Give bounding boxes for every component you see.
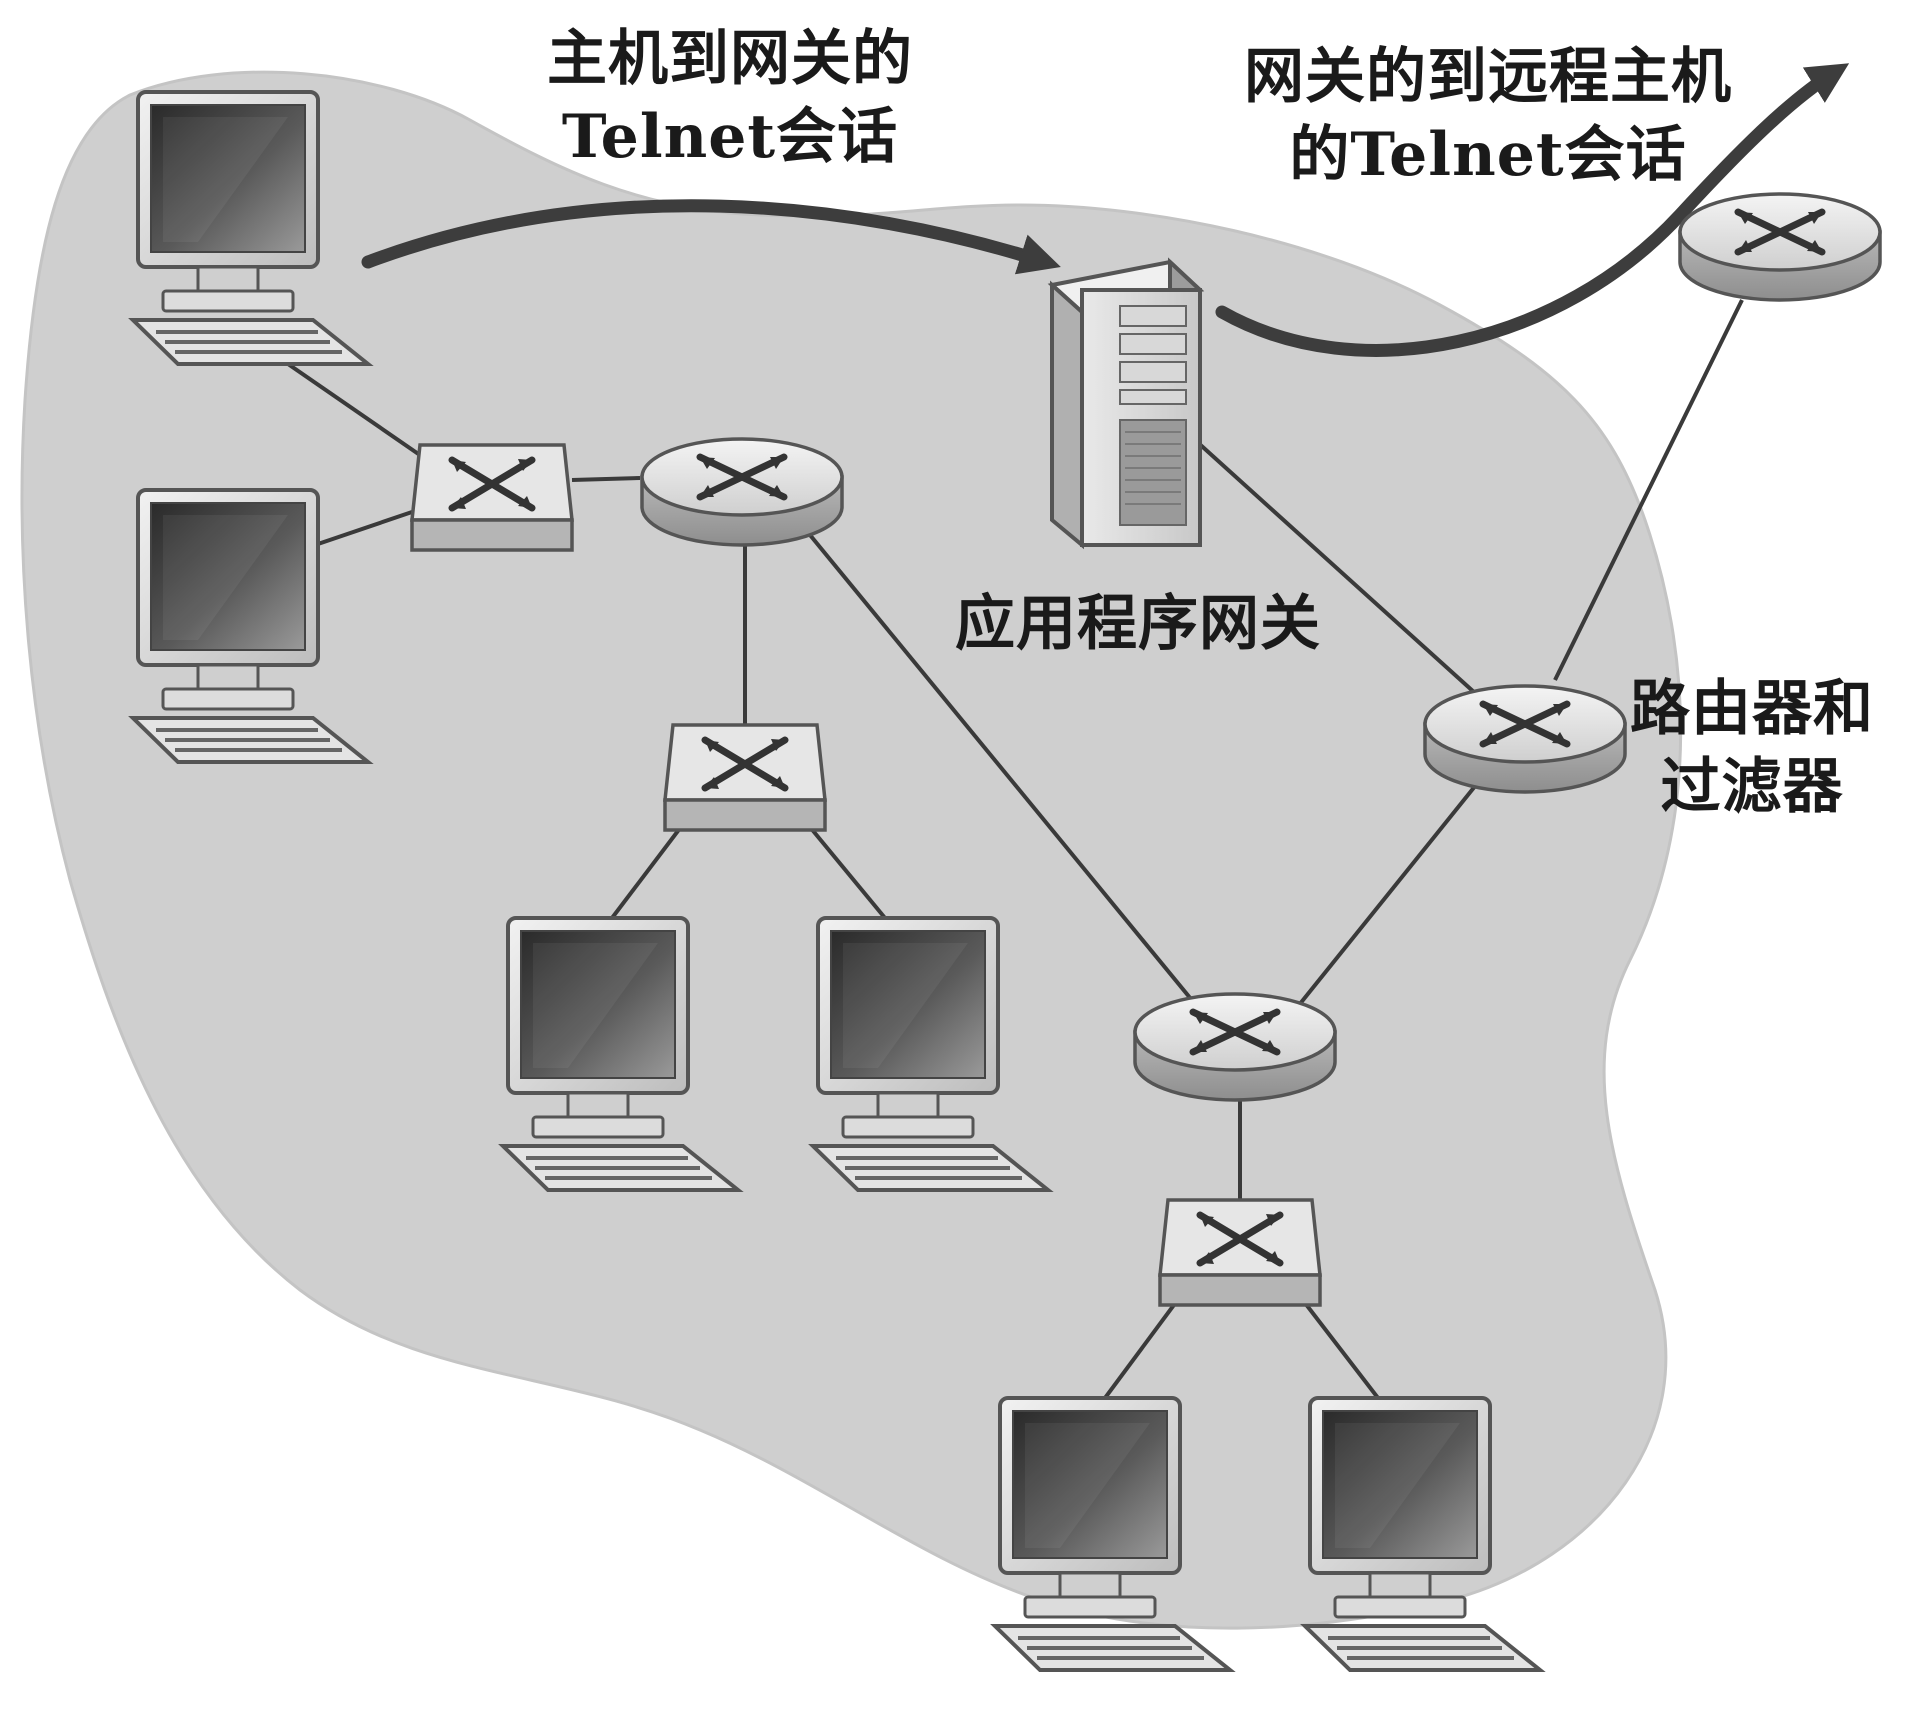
label-line: 的Telnet会话 <box>1289 120 1687 190</box>
link-pc2-switch1 <box>314 510 413 547</box>
link-switch3-pc6 <box>1293 1288 1380 1400</box>
router-icon <box>1425 686 1625 792</box>
switch-icon <box>665 725 825 830</box>
label-line: 路由器和 <box>1630 674 1874 744</box>
label-line: Telnet会话 <box>561 102 899 172</box>
link-switch2-pc4 <box>798 813 887 920</box>
label-line: 过滤器 <box>1660 752 1844 822</box>
link-router2-router4 <box>1553 299 1744 681</box>
label-application-gateway: 应用程序网关 <box>955 585 1321 663</box>
link-switch1-router1 <box>571 476 641 482</box>
switch-icon <box>412 445 572 550</box>
link-server-router2 <box>1193 438 1477 695</box>
link-switch2-pc3 <box>610 813 692 920</box>
server-tower-icon <box>1047 257 1205 550</box>
label-gateway-to-remote-session: 网关的到远程主机 的Telnet会话 <box>1218 38 1758 194</box>
label-router-and-filter: 路由器和 过滤器 <box>1622 670 1882 826</box>
links <box>260 299 1744 1400</box>
telnet-arrow-host-to-gateway <box>361 199 1061 275</box>
router-icon <box>1135 994 1335 1100</box>
label-line: 主机到网关的 <box>547 24 913 94</box>
switch-icon <box>1160 1200 1320 1305</box>
link-router2-router3 <box>1293 778 1482 1012</box>
label-host-to-gateway-session: 主机到网关的 Telnet会话 <box>520 20 940 176</box>
label-line: 网关的到远程主机 <box>1244 42 1732 112</box>
link-router1-router3 <box>808 533 1202 1012</box>
telnet-arrow-gateway-to-remote <box>1215 63 1850 357</box>
link-switch3-pc5 <box>1103 1288 1187 1400</box>
router-icon <box>642 439 842 545</box>
label-line: 应用程序网关 <box>955 589 1321 659</box>
router-icon <box>1680 194 1880 300</box>
